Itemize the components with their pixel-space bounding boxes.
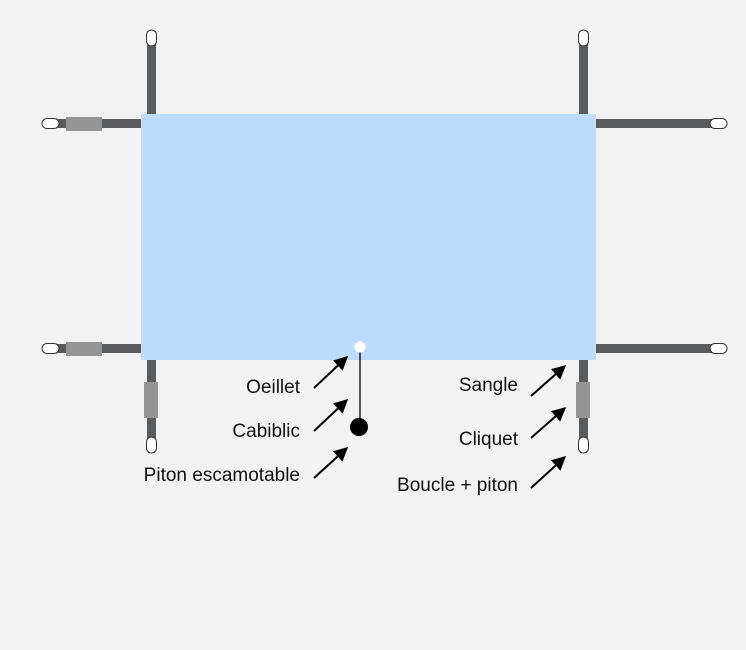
ratchet-top-left <box>66 117 102 131</box>
arrow-cliquet <box>530 407 567 439</box>
strap-top-right-vertical <box>579 40 588 120</box>
arrow-sangle <box>530 365 567 397</box>
buckle-top-right-vertical <box>578 29 589 47</box>
arrow-boucle <box>530 456 567 489</box>
arrows-left <box>313 356 349 479</box>
strap-bottom-right-horizontal <box>590 344 716 353</box>
ratchet-bottom-left-vertical <box>144 382 158 418</box>
label-cabiblic: Cabiblic <box>232 421 300 442</box>
buckle-bottom-right-horizontal <box>709 343 728 354</box>
buckle-bottom-right-vertical <box>578 436 589 454</box>
label-cliquet: Cliquet <box>458 429 518 450</box>
buckle-top-left-vertical <box>146 29 157 47</box>
strap-top-left-vertical <box>147 40 156 120</box>
ratchet-bottom-right-vertical <box>576 382 590 418</box>
arrow-cabiblic <box>313 399 349 432</box>
strap-top-right-horizontal <box>590 119 716 128</box>
label-boucle: Boucle + piton <box>397 475 518 496</box>
arrow-piton <box>313 447 349 479</box>
label-sangle: Sangle <box>458 375 518 396</box>
label-oeillet: Oeillet <box>246 377 300 398</box>
label-piton: Piton escamotable <box>143 465 300 486</box>
ratchet-bottom-left <box>66 342 102 356</box>
arrow-oeillet <box>313 356 349 389</box>
buckle-bottom-left-vertical <box>146 436 157 454</box>
buckle-top-left-horizontal <box>41 118 60 129</box>
arrows-right <box>530 365 567 489</box>
eyelet-icon <box>354 341 366 353</box>
tarp-cover <box>141 114 596 360</box>
buckle-top-right-horizontal <box>709 118 728 129</box>
peg-icon <box>350 418 368 436</box>
straps <box>41 29 728 454</box>
buckle-bottom-left-horizontal <box>41 343 60 354</box>
